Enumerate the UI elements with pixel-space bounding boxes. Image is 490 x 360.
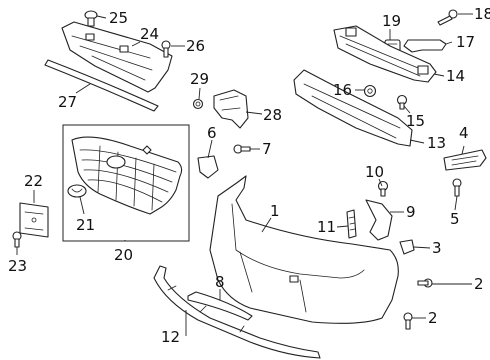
screw-23: [12, 231, 22, 248]
screw-26: [161, 40, 171, 58]
lower-molding: [187, 291, 253, 321]
screw-2a: [417, 278, 433, 288]
callout-5: 5: [450, 210, 460, 228]
screw-7: [233, 144, 251, 154]
callout-8: 8: [215, 273, 225, 291]
bolt-29: [192, 98, 204, 110]
callout-18: 18: [474, 5, 490, 23]
callout-12: 12: [161, 328, 180, 346]
callout-16: 16: [333, 81, 352, 99]
push-clip: [84, 10, 98, 27]
side-lamp-grille: [443, 149, 487, 171]
license-plate-bracket: [19, 202, 49, 238]
callout-6: 6: [207, 124, 217, 142]
callout-2-lower: 2: [428, 309, 438, 327]
callout-7: 7: [262, 140, 272, 158]
callout-19: 19: [382, 12, 401, 30]
callout-1: 1: [270, 202, 280, 220]
callout-21: 21: [76, 216, 95, 234]
callout-3: 3: [432, 239, 442, 257]
screw-5: [452, 178, 462, 197]
clip-bracket-6: [197, 155, 219, 179]
callout-27: 27: [58, 93, 77, 111]
bracket-17: [403, 39, 447, 53]
reflector-strip: [346, 209, 357, 239]
upper-bumper-beam: [333, 25, 437, 83]
energy-absorber: [293, 69, 413, 147]
leader-lines: [16, 13, 473, 336]
callout-25: 25: [109, 9, 128, 27]
callout-29: 29: [190, 70, 209, 88]
radiator-grille: [71, 136, 183, 215]
lower-spoiler-lip: [153, 265, 321, 359]
lower-bracket-9: [365, 199, 393, 241]
emblem: [67, 184, 87, 198]
callout-11: 11: [317, 218, 336, 236]
callout-20: 20: [114, 246, 133, 264]
callout-9: 9: [406, 203, 416, 221]
clip-3: [399, 239, 415, 255]
grille-assembly-frame: [62, 124, 190, 242]
callout-15: 15: [406, 112, 425, 130]
callout-14: 14: [446, 67, 465, 85]
screw-2b: [403, 312, 413, 330]
callout-17: 17: [456, 33, 475, 51]
callout-26: 26: [186, 37, 205, 55]
bumper-cover: [209, 175, 399, 324]
callout-13: 13: [427, 134, 446, 152]
callout-22: 22: [24, 172, 43, 190]
callout-4: 4: [459, 124, 469, 142]
callout-labels: 1 2 2 3 4 5 6 7 8 9 10 11 12 13 14 15 16…: [8, 5, 490, 346]
side-bracket-28: [213, 89, 249, 129]
callout-2-upper: 2: [474, 275, 484, 293]
callout-24: 24: [140, 25, 159, 43]
nut-16: [363, 84, 377, 98]
upper-molding-strip: [44, 59, 159, 112]
bolt-18: [437, 9, 458, 26]
callout-28: 28: [263, 106, 282, 124]
screw-10: [377, 180, 389, 197]
callout-23: 23: [8, 257, 27, 275]
callout-10: 10: [365, 163, 384, 181]
upper-grille-bracket: [61, 21, 173, 93]
